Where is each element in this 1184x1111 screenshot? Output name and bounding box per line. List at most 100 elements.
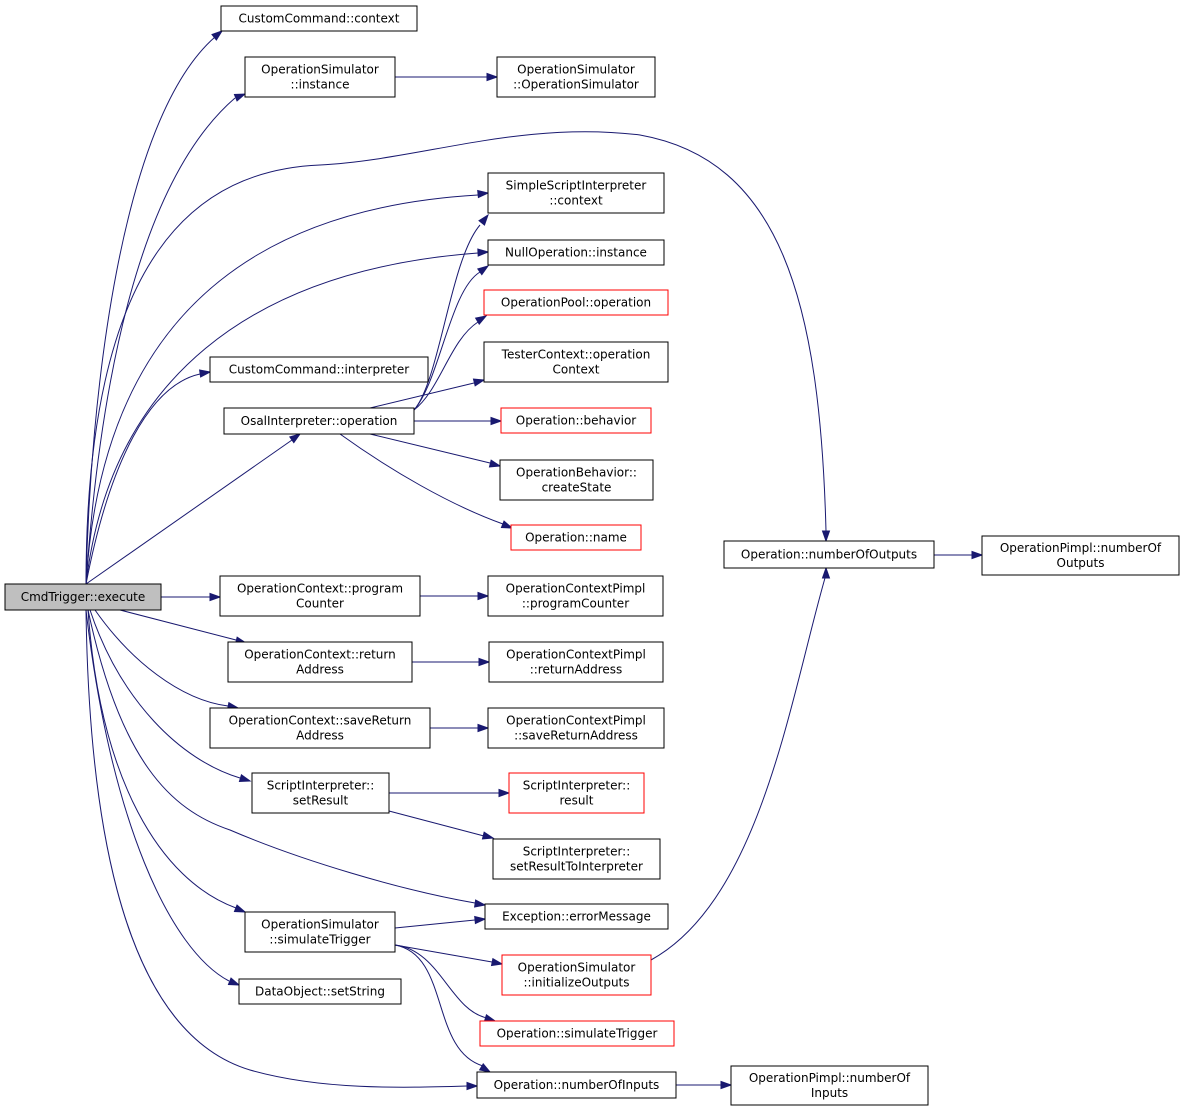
node-box (4, 583, 162, 611)
arrowhead (473, 899, 487, 908)
edge-line (394, 919, 476, 929)
node-osal-op[interactable]: OsalInterpreter::operation (223, 407, 415, 435)
node-op-name[interactable]: Operation::name (510, 524, 642, 551)
node-oc-pc[interactable]: OperationContext::programCounter (219, 575, 421, 617)
node-do-set[interactable]: DataObject::setString (238, 978, 402, 1005)
node-ob-create[interactable]: OperationBehavior::createState (499, 459, 654, 501)
node-root[interactable]: CmdTrigger::execute (4, 583, 162, 611)
edge-osal_op-to-oppool (413, 315, 488, 411)
arrowhead (238, 773, 252, 783)
edge-os_sim-to-os_init (394, 944, 504, 967)
node-label: ScriptInterpreter:: (267, 779, 375, 793)
node-os-ctor[interactable]: OperationSimulator::OperationSimulator (496, 56, 656, 98)
node-label: Operation::numberOfInputs (494, 1078, 660, 1092)
edge-os_sim-to-op_sim (394, 944, 497, 1023)
node-oppool[interactable]: OperationPool::operation (483, 289, 669, 316)
node-nullop[interactable]: NullOperation::instance (487, 239, 665, 266)
arrowhead (477, 248, 490, 257)
edge-root-to-oc_save (94, 609, 240, 711)
arrowhead (490, 957, 504, 967)
arrowhead (466, 1081, 479, 1091)
arrowhead (476, 265, 490, 276)
edge-line (85, 194, 479, 585)
node-oc-ret[interactable]: OperationContext::returnAddress (227, 641, 413, 683)
node-box (981, 535, 1180, 576)
edge-osal_op-to-nullop (413, 265, 490, 411)
node-box (238, 978, 402, 1005)
node-box (500, 407, 652, 434)
edge-root-to-op_nout (85, 131, 831, 585)
node-label: OperationPool::operation (501, 296, 651, 310)
edge-line (85, 36, 216, 585)
node-cc-interp[interactable]: CustomCommand::interpreter (209, 356, 429, 383)
node-box (487, 707, 665, 749)
node-ocp-save[interactable]: OperationContextPimpl::saveReturnAddress (487, 707, 665, 749)
node-oc-save[interactable]: OperationContext::saveReturnAddress (209, 707, 431, 749)
node-ocp-pc[interactable]: OperationContextPimpl::programCounter (487, 575, 664, 617)
node-opimpl-nin[interactable]: OperationPimpl::numberOfInputs (730, 1065, 929, 1106)
node-label: OperationPimpl::numberOf (749, 1071, 911, 1085)
edge-line (85, 131, 827, 585)
node-ssi-context[interactable]: SimpleScriptInterpreter::context (487, 172, 665, 214)
edge-oc_pc-to-ocp_pc (420, 591, 490, 601)
node-box (483, 341, 669, 383)
node-label: TesterContext::operation (501, 348, 651, 362)
node-box (508, 772, 645, 814)
arrowhead (198, 369, 212, 378)
node-exc[interactable]: Exception::errorMessage (484, 903, 669, 930)
arrowhead (474, 315, 488, 326)
node-label: ::instance (291, 78, 350, 92)
arrowhead (233, 93, 247, 102)
node-box (479, 1020, 675, 1047)
arrowhead (486, 72, 499, 82)
node-label: CustomCommand::context (239, 12, 400, 26)
node-ocp-ret[interactable]: OperationContextPimpl::returnAddress (488, 641, 664, 683)
node-label: Address (296, 663, 344, 677)
edge-line (85, 609, 468, 1088)
node-op-behavior[interactable]: Operation::behavior (500, 407, 652, 434)
node-box (244, 56, 396, 98)
arrowhead (481, 831, 495, 840)
node-box (220, 5, 418, 32)
edge-root-to-os_sim (87, 609, 247, 913)
node-label: Operation::name (525, 531, 627, 545)
arrowhead (490, 416, 503, 426)
node-op-nin[interactable]: Operation::numberOfInputs (476, 1071, 677, 1099)
node-box (487, 239, 665, 266)
node-label: ::initializeOutputs (523, 976, 629, 990)
node-opimpl-nout[interactable]: OperationPimpl::numberOfOutputs (981, 535, 1180, 576)
edge-root-to-si_set (89, 609, 252, 783)
edge-line (119, 609, 237, 641)
node-label: OperationContext::program (237, 582, 403, 596)
node-os-instance[interactable]: OperationSimulator::instance (244, 56, 396, 98)
node-box (487, 172, 665, 214)
edge-oc_save-to-ocp_save (430, 723, 490, 733)
node-box (488, 641, 664, 683)
edge-root-to-nullop (85, 248, 490, 585)
arrowhead (472, 378, 486, 387)
edge-line (85, 439, 293, 585)
arrowhead (971, 550, 984, 560)
node-box (209, 707, 431, 749)
edge-line (413, 271, 481, 411)
node-os-init[interactable]: OperationSimulator::initializeOutputs (501, 954, 652, 996)
node-box (723, 540, 935, 569)
node-si-setres[interactable]: ScriptInterpreter::setResultToInterprete… (492, 838, 661, 880)
node-op-sim[interactable]: Operation::simulateTrigger (479, 1020, 675, 1047)
node-cc-context[interactable]: CustomCommand::context (220, 5, 418, 32)
arrowhead (478, 1062, 492, 1073)
node-si-result[interactable]: ScriptInterpreter::result (508, 772, 645, 814)
node-os-sim[interactable]: OperationSimulator::simulateTrigger (244, 911, 396, 953)
node-box (244, 911, 396, 953)
node-box (209, 356, 429, 383)
node-si-set[interactable]: ScriptInterpreter::setResult (251, 772, 390, 814)
node-box (510, 524, 642, 551)
node-label: Inputs (811, 1086, 848, 1100)
arrowhead (821, 566, 831, 579)
arrowhead (488, 459, 502, 468)
node-op-nout[interactable]: Operation::numberOfOutputs (723, 540, 935, 569)
edge-line (85, 252, 479, 585)
node-label: DataObject::setString (255, 985, 385, 999)
